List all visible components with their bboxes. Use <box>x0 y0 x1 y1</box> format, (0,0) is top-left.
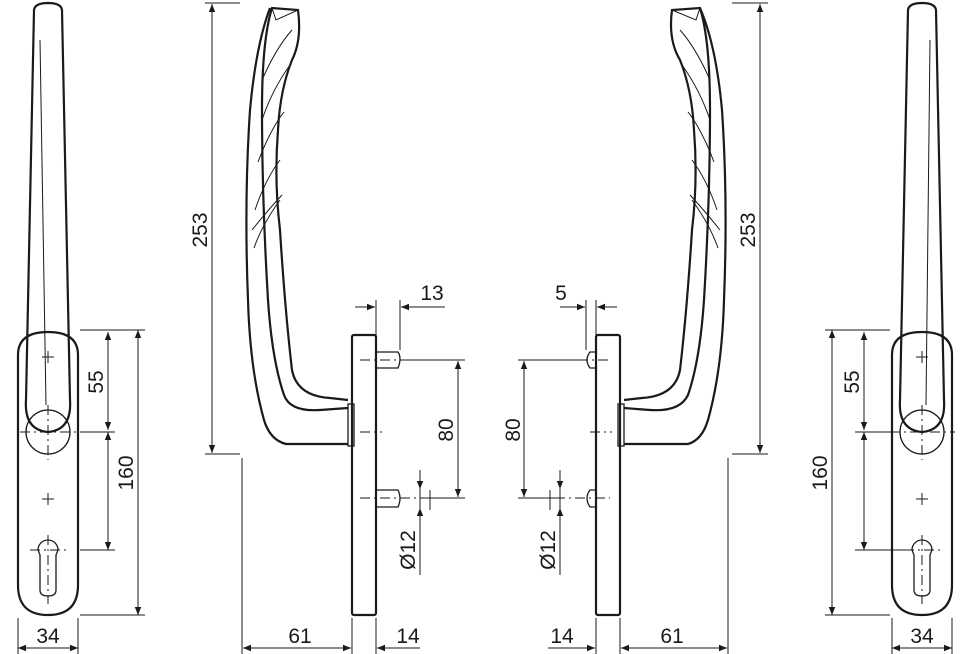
right-front-dimensions: 34 55 160 <box>809 329 953 654</box>
plate-length-label-left: 160 <box>115 455 138 490</box>
grip-to-cylinder-label-left: 55 <box>85 370 108 393</box>
grip-to-cylinder-label-right: 55 <box>841 370 864 393</box>
plate-thickness-label-right: 14 <box>550 625 574 648</box>
right-side-dimensions: 253 61 14 5 80 Ø12 <box>502 2 768 654</box>
left-front-dimensions: 34 55 160 <box>17 329 145 654</box>
height-label-right: 253 <box>737 212 760 247</box>
plate-width-label-left: 34 <box>36 625 60 648</box>
spindle-offset-label-right: 5 <box>555 282 567 305</box>
right-front-view <box>890 1 955 617</box>
spindle-offset-label-left: 13 <box>420 282 443 305</box>
plate-thickness-label-left: 14 <box>396 625 420 648</box>
projection-label-left: 61 <box>288 625 311 648</box>
height-label-left: 253 <box>189 212 212 247</box>
screw-spacing-label-left: 80 <box>435 418 458 441</box>
screw-diameter-label-left: Ø12 <box>397 530 420 570</box>
projection-label-right: 61 <box>660 625 683 648</box>
left-front-view <box>16 1 80 617</box>
screw-diameter-label-right: Ø12 <box>537 530 560 570</box>
left-side-dimensions: 253 61 14 13 80 Ø12 <box>189 2 465 654</box>
plate-width-label-right: 34 <box>910 625 934 648</box>
screw-spacing-label-right: 80 <box>502 418 525 441</box>
left-side-view <box>245 6 420 617</box>
right-side-view <box>555 6 727 617</box>
plate-length-label-right: 160 <box>809 455 832 490</box>
